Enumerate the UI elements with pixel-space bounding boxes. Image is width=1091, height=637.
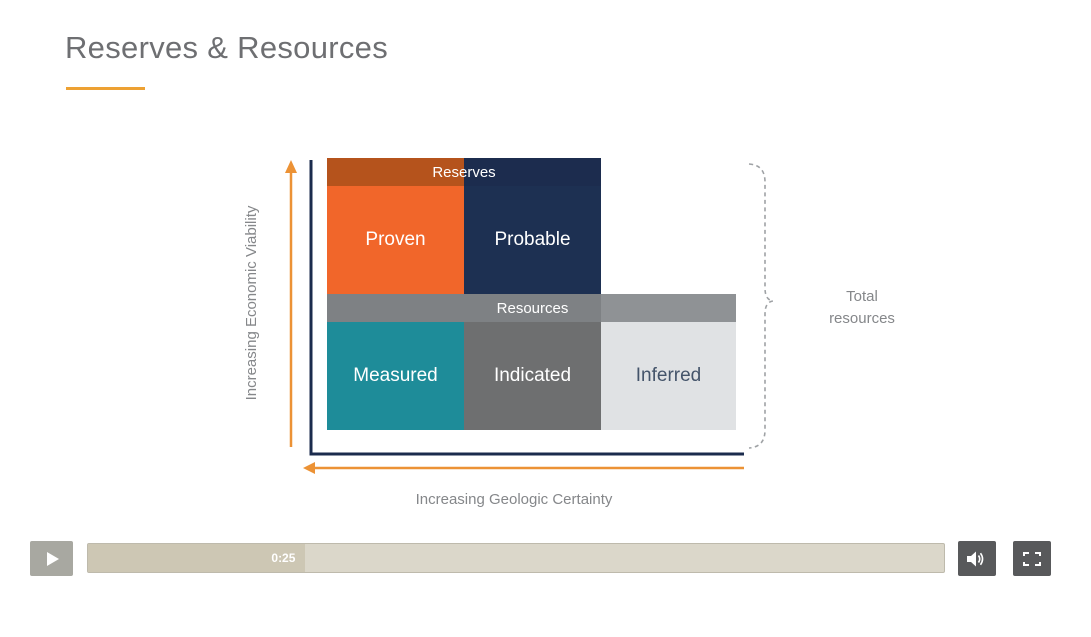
fullscreen-icon (1023, 551, 1041, 566)
cell-indicated-label: Indicated (493, 365, 572, 386)
resources-header-right-segment (601, 294, 736, 322)
cell-probable: Probable (464, 186, 601, 294)
reserves-header-right-segment (464, 158, 601, 186)
cell-inferred: Inferred (601, 322, 736, 430)
total-resources-brace (748, 163, 774, 449)
cell-indicated: Indicated (464, 322, 601, 430)
total-resources-label: Total resources (829, 288, 895, 327)
cell-measured-label: Measured (353, 365, 438, 386)
elapsed-time: 0:25 (271, 551, 296, 565)
reserves-header-label: Reserves (432, 163, 496, 181)
up-arrow-head-icon (285, 160, 297, 173)
cell-proven-label: Proven (365, 229, 426, 250)
progress-fill: 0:25 (88, 544, 306, 572)
resources-header-label: Resources (496, 299, 569, 317)
x-axis-label: Increasing Geologic Certainty (415, 491, 613, 508)
page-title: Reserves & Resources (65, 30, 389, 65)
fullscreen-button[interactable] (1013, 541, 1051, 576)
seek-bar[interactable]: 0:25 (87, 543, 945, 573)
volume-button[interactable] (958, 541, 996, 576)
cell-measured: Measured (327, 322, 464, 430)
y-axis-label: Increasing Economic Viability (243, 205, 260, 401)
cell-inferred-label: Inferred (635, 365, 702, 386)
reserves-header-left-segment (327, 158, 464, 186)
play-button[interactable] (30, 541, 73, 576)
cell-proven: Proven (327, 186, 464, 294)
play-icon (47, 551, 59, 566)
speaker-icon (967, 551, 984, 566)
cell-probable-label: Probable (494, 229, 571, 250)
resources-header-left-segment (327, 294, 601, 322)
left-arrow-head-icon (303, 462, 315, 474)
title-underline (66, 87, 145, 90)
